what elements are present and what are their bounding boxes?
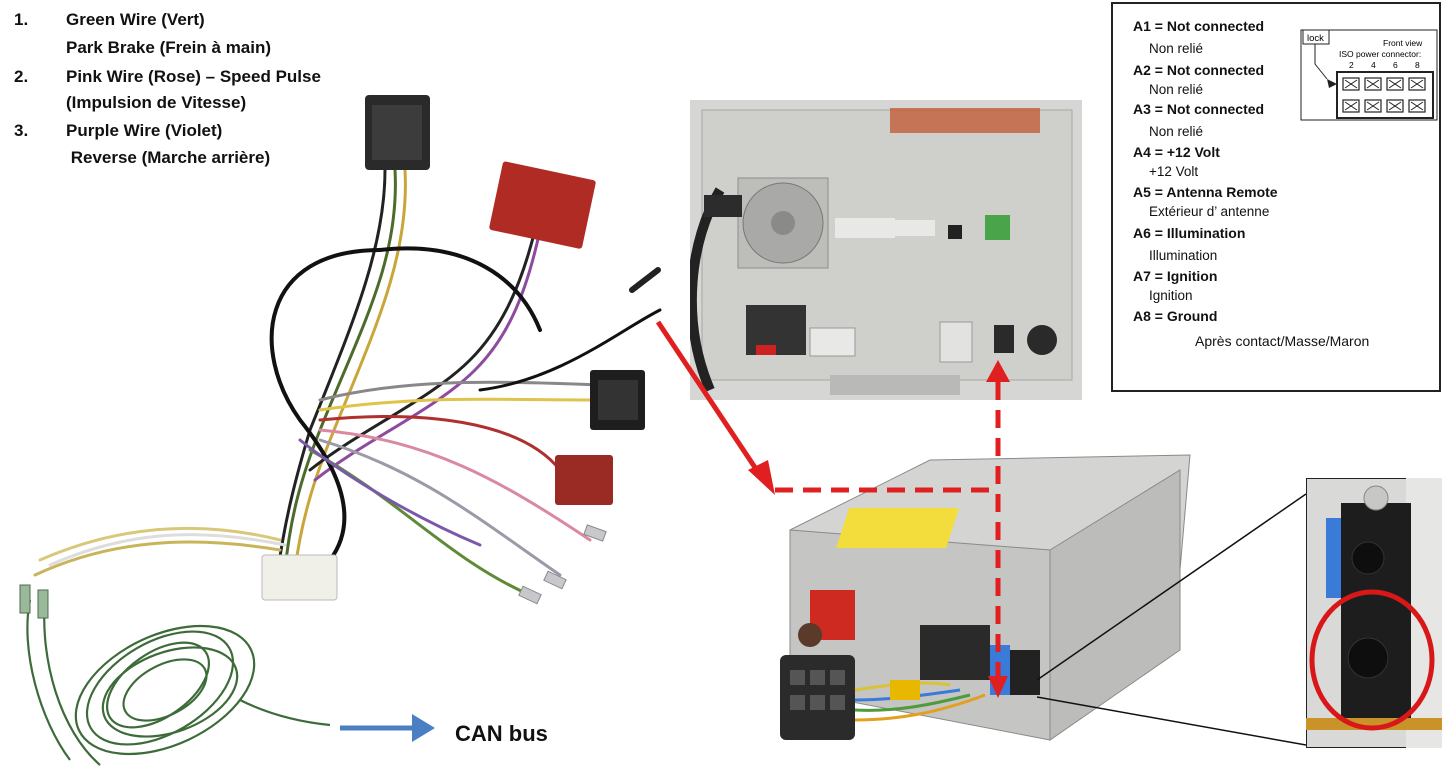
green-module [985, 215, 1010, 240]
pin-french: Non relié [1149, 41, 1204, 56]
can-plug [37, 589, 49, 619]
pin-label: A8 = Ground [1133, 308, 1218, 324]
copper-strip [1306, 718, 1442, 730]
wire-number: 1. [14, 10, 29, 29]
yellow-tape [890, 680, 920, 700]
jack-plug [629, 267, 661, 293]
pin-label: A2 = Not connected [1133, 62, 1265, 78]
antenna-port [798, 623, 822, 647]
radio-rear-panel-photo [690, 100, 1082, 400]
red-iso-connector [489, 161, 596, 249]
zoomed-connector-inset [1306, 478, 1442, 748]
red-arrowhead [748, 460, 775, 495]
square-port [939, 321, 973, 363]
white-port [809, 327, 856, 357]
wire-bundle [33, 168, 662, 597]
wire-subtitle: Reverse (Marche arrière) [66, 148, 271, 167]
mount-tab [830, 375, 960, 395]
front-view-label: Front view [1383, 38, 1423, 48]
usb-plug [704, 195, 742, 217]
can-plug [19, 584, 31, 614]
wiring-harness-illustration [19, 95, 662, 766]
white-multipin-connector [261, 554, 338, 601]
black-iso-connector-right [590, 370, 645, 430]
wire-subtitle: Park Brake (Frein à main) [66, 38, 272, 57]
black-socket-zoom [1341, 503, 1411, 723]
iso-connector-diagram: lock Front view ISO power connector: 2 4… [1300, 29, 1438, 121]
red-arrowhead-up [986, 360, 1010, 382]
wire-title: Green Wire (Vert) [66, 10, 205, 29]
wire-subtitle: (Impulsion de Vitesse) [66, 93, 247, 112]
warning-label [890, 108, 1040, 133]
wire-title: Pink Wire (Rose) – Speed Pulse [66, 67, 321, 86]
pin-label: A3 = Not connected [1133, 101, 1265, 117]
can-bus-cable-coil [26, 599, 331, 766]
pin-label: A7 = Ignition [1133, 268, 1218, 284]
wire-number: 2. [14, 67, 29, 86]
can-bus-label: CAN bus [455, 721, 548, 746]
pin-french: Illumination [1149, 248, 1218, 263]
pin-french: Ignition [1149, 288, 1193, 303]
spade-terminals [518, 524, 607, 605]
iso-socket-tab [756, 345, 776, 355]
bracket-slot [895, 220, 935, 236]
lock-label: lock [1307, 33, 1324, 44]
red-highlight-circle [1309, 589, 1435, 731]
red-arrow-diagonal [655, 320, 763, 477]
iso-socket [920, 625, 990, 680]
zoom-guide-line-top [1036, 493, 1307, 681]
iso-connector-plug [780, 655, 855, 740]
zoom-guide-line-bottom [1036, 696, 1307, 746]
pin-french: Non relié [1149, 82, 1204, 97]
red-arrowhead-down [988, 676, 1008, 698]
cooling-fan [737, 177, 829, 269]
antenna-socket [1027, 325, 1057, 355]
black-iso-connector-top [365, 95, 430, 170]
pin-label: A1 = Not connected [1133, 18, 1265, 34]
dark-jack [948, 225, 962, 239]
pin-french: +12 Volt [1149, 164, 1199, 179]
bracket-slot [835, 218, 895, 238]
iso-connector-label: ISO power connector: [1339, 49, 1421, 59]
pin-label: A4 = +12 Volt [1133, 144, 1220, 160]
pin-number: 4 [1371, 60, 1376, 70]
pin-label: A5 = Antenna Remote [1133, 184, 1278, 200]
can-socket [1010, 650, 1040, 695]
screw [1363, 485, 1389, 511]
pin-label: A6 = Illumination [1133, 225, 1246, 241]
pin-footer-note: Après contact/Masse/Maron [1195, 333, 1370, 349]
radio-unit-photo [780, 454, 1191, 741]
yellow-sticker [836, 508, 960, 548]
wire-number: 3. [14, 121, 29, 140]
can-bus-arrow [340, 714, 435, 742]
red-iso-connector-small [555, 455, 613, 505]
can-port [994, 325, 1014, 353]
pin-number: 8 [1415, 60, 1420, 70]
pin-french: Non relié [1149, 124, 1204, 139]
wire-title: Purple Wire (Violet) [66, 121, 223, 140]
pin-french: Extérieur d’ antenne [1149, 204, 1270, 219]
pin-number: 2 [1349, 60, 1354, 70]
pin-assignment-box: A1 = Not connected Non relié A2 = Not co… [1111, 2, 1441, 392]
pin-number: 6 [1393, 60, 1398, 70]
